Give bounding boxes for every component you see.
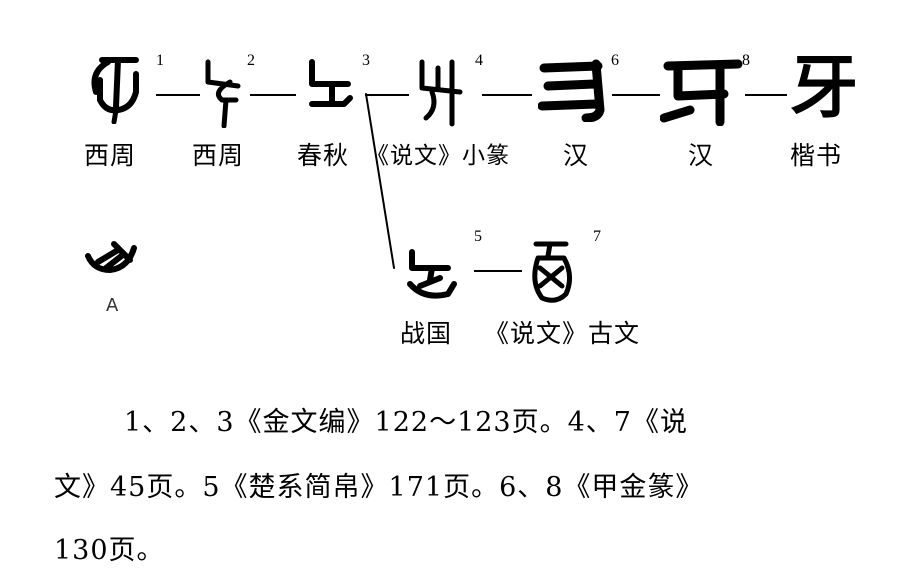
caption-western-zhou-2: 西周 [192,141,245,170]
connector-line [474,270,522,272]
glyph-5-warring-states [404,244,462,308]
glyph-2-western-zhou [200,58,246,132]
connector-line [156,94,200,96]
glyph-number: 6 [611,52,619,69]
connector-line [612,94,660,96]
glyph-7-shuowen-ancient [526,238,576,308]
caption-western-zhou-1: 西周 [84,141,137,170]
branch-connector-line [365,93,395,269]
glyph-1-western-zhou [86,52,156,128]
caption-han-1: 汉 [563,141,590,170]
glyph-number: 5 [474,228,482,245]
caption-kaishu: 楷书 [790,141,843,170]
notes-line-3: 130页。 [54,535,165,566]
glyph-a-label: A [106,295,119,316]
glyph-number: 8 [742,52,750,69]
glyph-6-han [537,58,610,126]
notes-line-2: 文》45页。5《楚系简帛》171页。6、8《甲金篆》 [54,472,704,503]
glyph-kaishu: 牙 [790,48,859,128]
caption-shuowen-ancient: 《说文》古文 [484,319,641,348]
glyph-4-small-seal [412,58,470,132]
connector-line [250,94,296,96]
glyph-a [84,240,140,288]
glyph-number: 2 [247,52,255,69]
glyph-number: 1 [156,52,164,69]
caption-warring-states: 战国 [400,319,453,348]
connector-line [745,94,787,96]
caption-han-2: 汉 [688,141,715,170]
caption-spring-autumn: 春秋 [297,141,350,170]
glyph-3-spring-autumn [302,58,358,126]
connector-line [482,94,532,96]
notes-line-1: 1、2、3《金文编》122～123页。4、7《说 [124,407,688,438]
glyph-number: 7 [593,228,601,245]
glyph-number: 3 [362,52,370,69]
glyph-number: 4 [475,52,483,69]
caption-shuowen-small-seal: 《说文》小篆 [366,143,510,169]
connector-line [365,94,409,96]
glyph-8-han [659,56,744,130]
